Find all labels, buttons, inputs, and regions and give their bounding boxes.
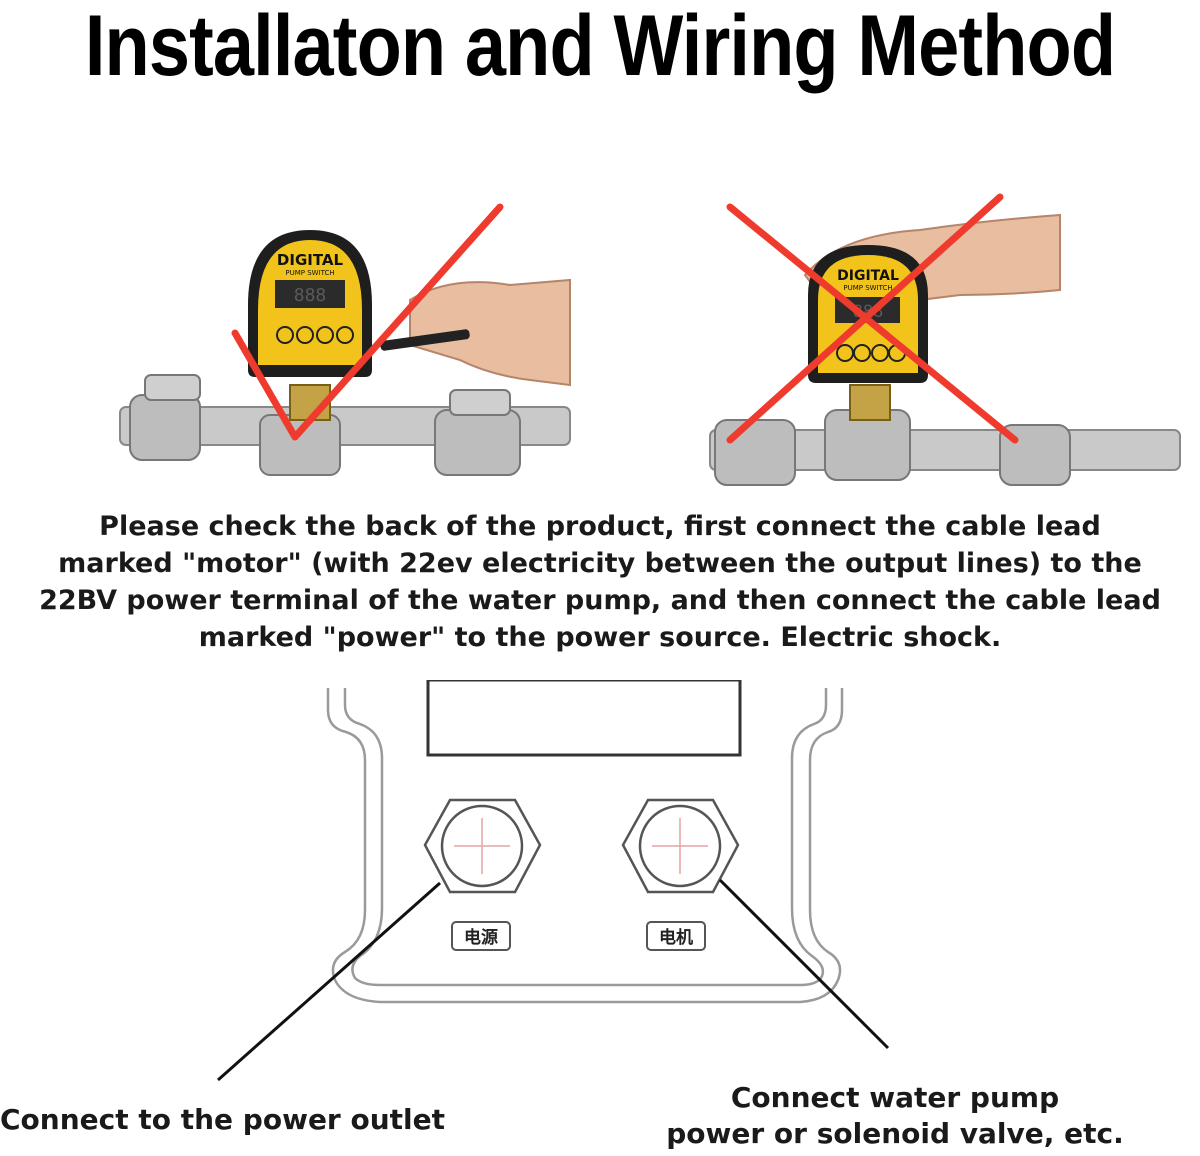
instruction-text: Please check the back of the product, fi… bbox=[0, 508, 1200, 656]
hand-illustration bbox=[380, 278, 571, 387]
correct-installation-photo: 888 DIGITAL PUMP SWITCH bbox=[110, 185, 580, 495]
digital-pump-switch: 888 DIGITAL PUMP SWITCH bbox=[248, 230, 372, 377]
device-brand: DIGITAL bbox=[277, 251, 344, 269]
pipe-assembly bbox=[709, 384, 1181, 486]
instruction-line-1: Please check the back of the product, fi… bbox=[99, 511, 1101, 542]
instruction-line-2: marked "motor" (with 22ev electricity be… bbox=[58, 548, 1142, 579]
pump-callout-line-1: Connect water pump bbox=[730, 1081, 1060, 1114]
motor-leader-line bbox=[718, 878, 890, 1050]
power-leader-line bbox=[217, 881, 441, 1082]
instruction-line-3: 22BV power terminal of the water pump, a… bbox=[39, 585, 1161, 616]
power-port-label-box bbox=[451, 921, 511, 951]
incorrect-installation-illustration: 888 DIGITAL PUMP SWITCH bbox=[709, 193, 1181, 486]
instruction-line-4: marked "power" to the power source. Elec… bbox=[198, 622, 1002, 653]
pump-callout-line-2: power or solenoid valve, etc. bbox=[666, 1117, 1124, 1150]
device-display: 888 bbox=[294, 285, 327, 306]
housing-outline bbox=[326, 688, 844, 1004]
power-port bbox=[423, 798, 542, 894]
check-mark-icon bbox=[231, 203, 504, 441]
incorrect-installation-photo: 888 DIGITAL PUMP SWITCH bbox=[690, 185, 1190, 495]
page-title: Installaton and Wiring Method bbox=[84, 0, 1116, 94]
correct-installation-illustration: 888 DIGITAL PUMP SWITCH bbox=[119, 203, 571, 476]
device-brand: DIGITAL bbox=[837, 268, 899, 284]
pump-callout: Connect water pump power or solenoid val… bbox=[655, 1080, 1135, 1152]
device-subtitle: PUMP SWITCH bbox=[843, 284, 892, 292]
motor-port bbox=[621, 798, 740, 894]
motor-port-label-box bbox=[646, 921, 706, 951]
device-subtitle: PUMP SWITCH bbox=[285, 269, 334, 277]
motor-port-label: 电机 bbox=[659, 927, 693, 948]
pipe-assembly bbox=[119, 374, 571, 476]
cross-mark-icon bbox=[726, 193, 1019, 444]
wiring-diagram: 电源 电机 bbox=[0, 680, 1200, 1100]
device-back-outline: 电源 电机 bbox=[217, 680, 890, 1082]
power-outlet-callout: Connect to the power outlet bbox=[0, 1103, 446, 1136]
display-window bbox=[426, 680, 742, 757]
power-port-label: 电源 bbox=[464, 927, 498, 948]
